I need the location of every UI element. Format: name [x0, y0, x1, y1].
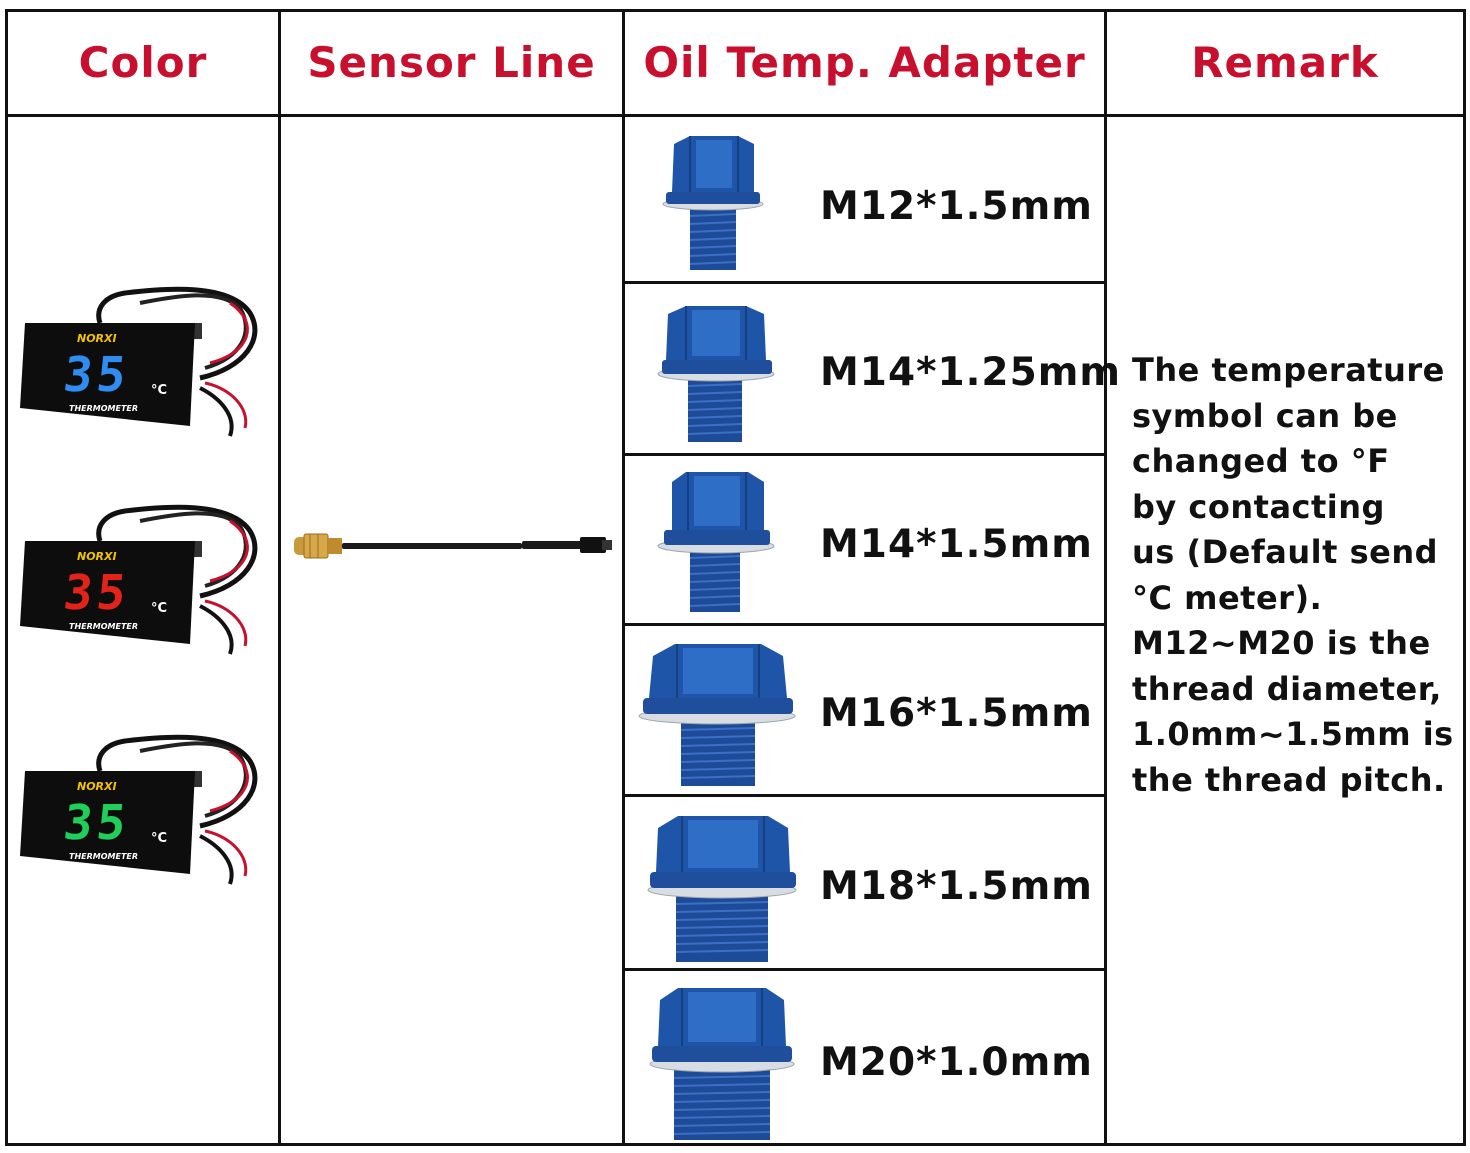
adapter-bolt-icon-m14-15: [657, 472, 775, 612]
sensor-line-cable-icon: [294, 533, 612, 559]
row-divider: [625, 623, 1104, 626]
column-divider: [622, 9, 625, 1146]
header-divider: [5, 114, 1466, 117]
thermometer-blue: NORXI 35 °C THERMOMETER: [20, 286, 258, 437]
header-remark: Remark: [1191, 38, 1379, 87]
column-divider: [278, 9, 281, 1146]
row-divider: [625, 453, 1104, 456]
meter-brand: NORXI: [77, 780, 117, 793]
meter-label: THERMOMETER: [69, 622, 138, 631]
column-divider: [1104, 9, 1107, 1146]
adapter-size-m14-125: M14*1.25mm: [820, 350, 1121, 395]
adapter-size-m14-15: M14*1.5mm: [820, 522, 1093, 567]
header-oil-temp-adapter: Oil Temp. Adapter: [643, 38, 1086, 87]
remark-line: us (Default send: [1132, 533, 1438, 571]
meter-brand: NORXI: [77, 550, 117, 563]
remark-line: 1.0mm~1.5mm is: [1132, 715, 1454, 753]
thermometer-red: NORXI 35 °C THERMOMETER: [20, 504, 258, 655]
remark-line: The temperature: [1132, 351, 1445, 389]
meter-reading: 35: [61, 347, 133, 403]
adapter-size-m18: M18*1.5mm: [820, 864, 1093, 909]
meter-reading: 35: [61, 565, 133, 621]
remark-text: The temperature symbol can be changed to…: [1132, 348, 1454, 803]
adapter-bolt-icon-m18: [647, 816, 797, 962]
thermometer-green: NORXI 35 °C THERMOMETER: [20, 734, 258, 885]
remark-line: symbol can be: [1132, 396, 1398, 435]
remark-line: by contacting: [1132, 487, 1385, 526]
adapter-bolt-icon-m12: [662, 136, 764, 270]
spec-table: [5, 9, 1466, 1146]
adapter-bolt-icon-m20: [649, 988, 795, 1140]
remark-line: °C meter).: [1132, 578, 1323, 617]
meter-unit: °C: [151, 601, 167, 616]
meter-label: THERMOMETER: [69, 404, 138, 413]
adapter-bolt-icon-m16: [638, 644, 796, 786]
meter-unit: °C: [151, 831, 167, 846]
meter-brand: NORXI: [77, 332, 117, 345]
adapter-size-m12: M12*1.5mm: [820, 184, 1093, 229]
header-color: Color: [78, 38, 208, 87]
remark-line: changed to °F: [1132, 442, 1390, 480]
row-divider: [625, 281, 1104, 284]
header-sensor-line: Sensor Line: [307, 38, 596, 87]
remark-line: thread diameter,: [1132, 669, 1442, 708]
adapter-size-m16: M16*1.5mm: [820, 691, 1093, 736]
remark-line: the thread pitch.: [1132, 760, 1446, 799]
meter-reading: 35: [61, 795, 133, 851]
remark-line: M12~M20 is the: [1132, 624, 1431, 662]
adapter-size-m20: M20*1.0mm: [820, 1040, 1093, 1085]
meter-label: THERMOMETER: [69, 852, 138, 861]
meter-unit: °C: [151, 383, 167, 398]
row-divider: [625, 794, 1104, 797]
adapter-bolt-icon-m14-125: [657, 306, 775, 442]
row-divider: [625, 968, 1104, 971]
